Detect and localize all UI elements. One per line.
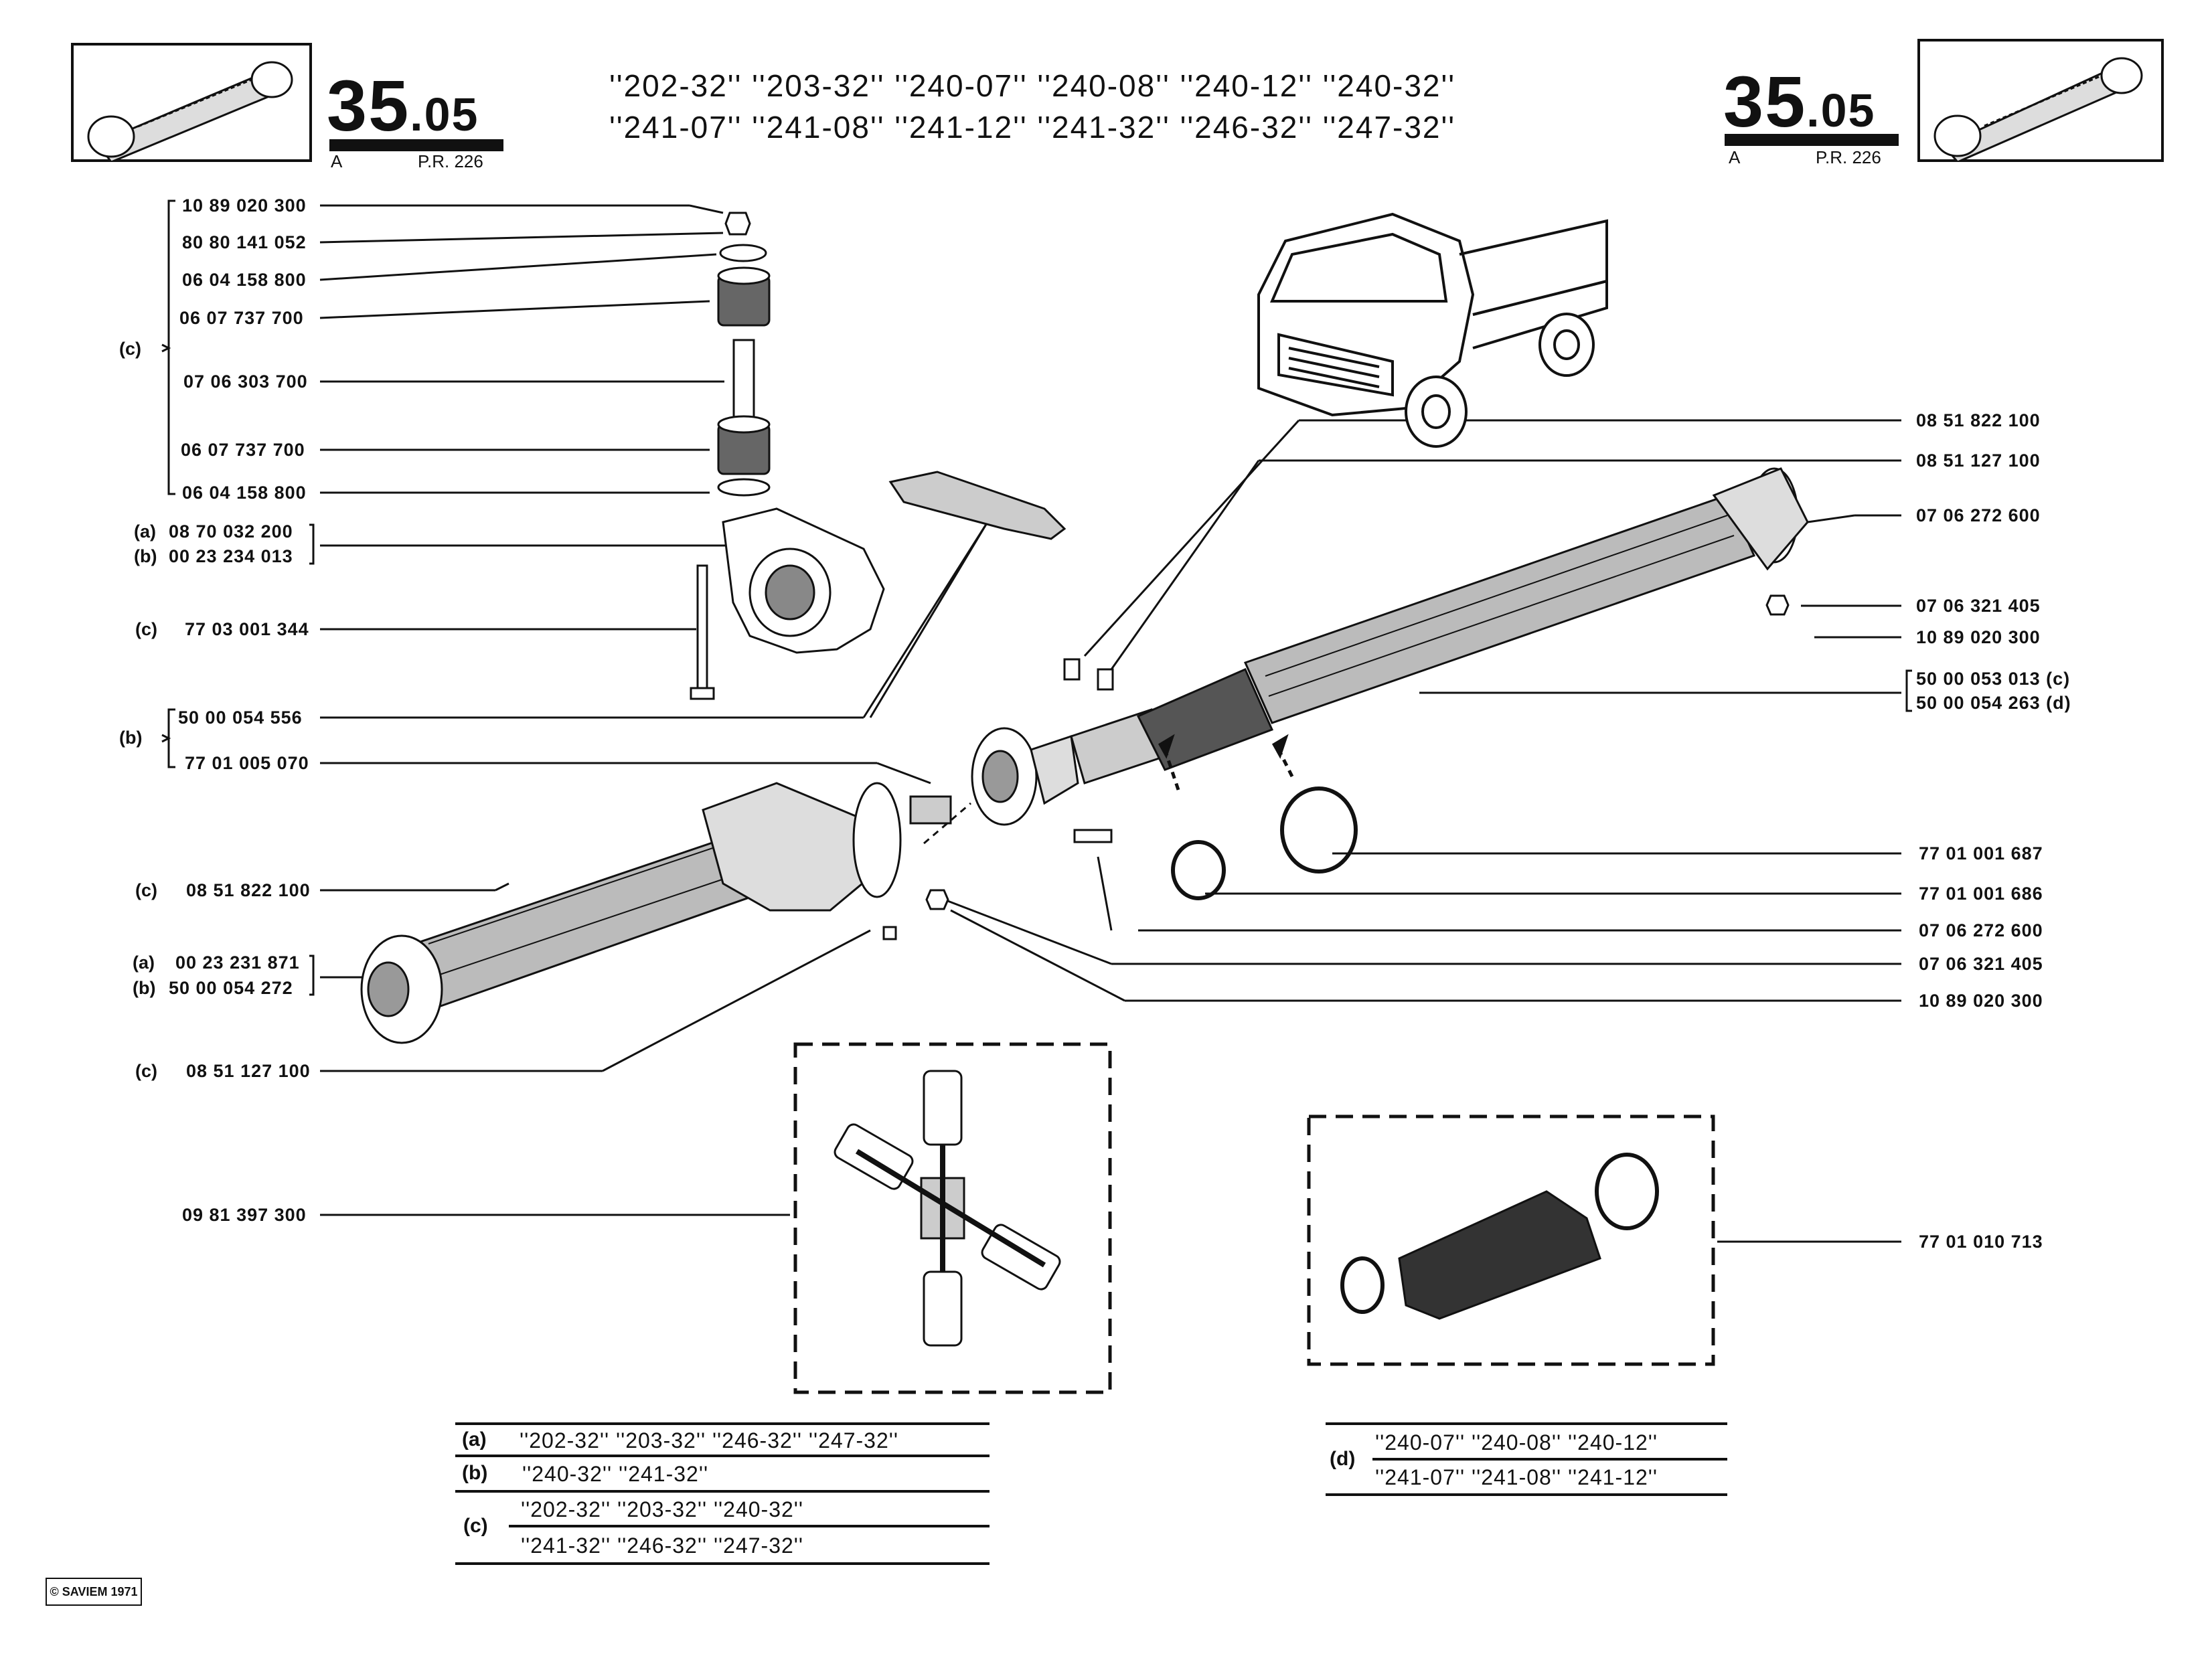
part-tag-c: (c) <box>135 1061 157 1081</box>
part-label-right: 77 01 001 686 <box>1919 884 2043 904</box>
part-label-left: 50 00 054 272 <box>169 978 293 998</box>
part-label-left: 08 70 032 200 <box>169 521 293 542</box>
legend-tag-b: (b) <box>462 1462 488 1484</box>
section-number-right: 35.05 <box>1723 61 1876 142</box>
part-label-left: 80 80 141 052 <box>182 232 307 252</box>
part-label-left: 06 04 158 800 <box>182 270 307 290</box>
legend-tag-c: (c) <box>463 1515 488 1537</box>
legend-text-d1: ''240-07'' ''240-08'' ''240-12'' <box>1375 1430 1658 1455</box>
section-number-left: 35.05 <box>327 65 479 146</box>
header-thumbnail-left <box>71 43 312 162</box>
part-label-right: 10 89 020 300 <box>1919 991 2043 1011</box>
legend-text-b: ''240-32'' ''241-32'' <box>522 1462 709 1486</box>
part-label-left: 07 06 303 700 <box>183 371 308 392</box>
part-label-right: 07 06 272 600 <box>1916 505 2041 525</box>
part-label-left: 06 07 737 700 <box>181 440 305 460</box>
part-tag-c: (c) <box>135 619 157 639</box>
models-line-2: ''241-07'' ''241-08'' ''241-12'' ''241-3… <box>609 110 1456 145</box>
section-ref-right: P.R. 226 <box>1816 147 1881 167</box>
part-label-right: 77 01 010 713 <box>1919 1232 2043 1252</box>
legend-tag-a: (a) <box>462 1428 487 1450</box>
section-letter-left: A <box>331 151 343 171</box>
part-label-left: 08 51 822 100 <box>186 880 311 900</box>
models-line-1: ''202-32'' ''203-32'' ''240-07'' ''240-0… <box>609 68 1456 103</box>
part-tag-a: (a) <box>133 952 155 973</box>
part-label-right: 50 00 053 013 (c) <box>1916 669 2071 689</box>
part-tag-b: (b) <box>133 978 156 998</box>
part-label-right: 10 89 020 300 <box>1916 627 2041 647</box>
part-tag-c: (c) <box>135 880 157 900</box>
part-label-left: 00 23 231 871 <box>175 952 300 973</box>
part-label-right: 08 51 822 100 <box>1916 410 2041 430</box>
part-label-right: 08 51 127 100 <box>1916 450 2041 471</box>
part-tag-a: (a) <box>134 521 156 542</box>
legend-text-c2: ''241-32'' ''246-32'' ''247-32'' <box>521 1533 804 1558</box>
part-label-left: 50 00 054 556 <box>178 708 303 728</box>
section-letter-right: A <box>1729 147 1741 167</box>
part-label-left: 77 01 005 070 <box>185 753 309 773</box>
legend-tag-d: (d) <box>1330 1448 1356 1470</box>
copyright-mark: © SAVIEM 1971 <box>46 1578 142 1606</box>
part-label-right: 07 06 321 405 <box>1919 954 2043 974</box>
legend-text-c1: ''202-32'' ''203-32'' ''240-32'' <box>521 1497 804 1521</box>
part-label-left: 00 23 234 013 <box>169 546 293 566</box>
part-label-left: 77 03 001 344 <box>185 619 309 639</box>
section-bar-right <box>1725 134 1899 146</box>
header-thumbnail-right <box>1917 39 2164 162</box>
legend-text-a: ''202-32'' ''203-32'' ''246-32'' ''247-3… <box>520 1428 898 1452</box>
part-label-right: 07 06 321 405 <box>1916 596 2041 616</box>
part-label-right: 50 00 054 263 (d) <box>1916 693 2071 713</box>
section-ref-left: P.R. 226 <box>418 151 483 171</box>
legend-text-d2: ''241-07'' ''241-08'' ''241-12'' <box>1375 1465 1658 1489</box>
part-label-left: 06 07 737 700 <box>179 308 304 328</box>
part-label-left: 09 81 397 300 <box>182 1205 307 1225</box>
part-label-left: 08 51 127 100 <box>186 1061 311 1081</box>
part-label-right: 77 01 001 687 <box>1919 843 2043 863</box>
group-tag-c: (c) <box>119 339 141 359</box>
section-bar-left <box>329 139 503 151</box>
part-tag-b: (b) <box>134 546 157 566</box>
part-label-right: 07 06 272 600 <box>1919 920 2043 940</box>
part-label-left: 10 89 020 300 <box>182 195 307 216</box>
part-label-left: 06 04 158 800 <box>182 483 307 503</box>
group-tag-b: (b) <box>119 728 143 748</box>
